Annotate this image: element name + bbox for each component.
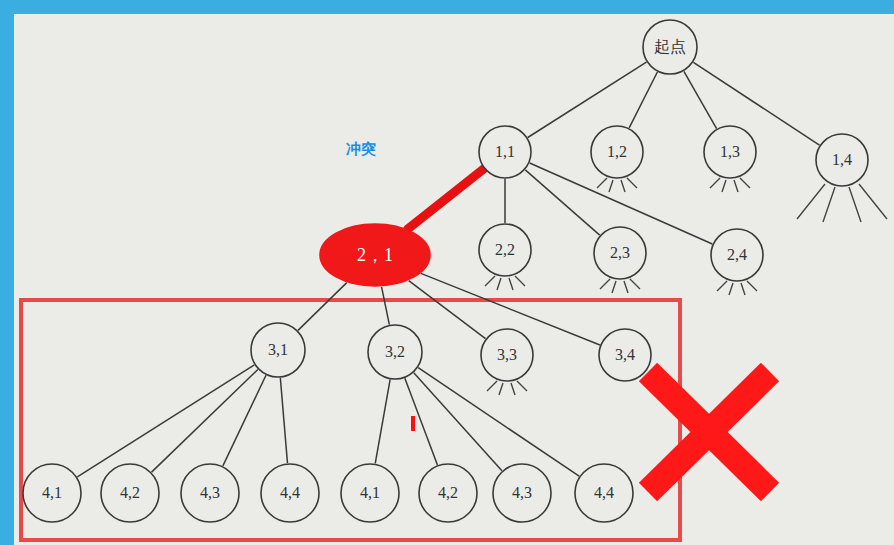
node-label: 4,3 <box>512 484 532 502</box>
state-node: 4,2 <box>100 463 160 523</box>
node-label: 3,3 <box>497 346 517 364</box>
tree-branch <box>528 62 647 137</box>
state-node: 1,4 <box>815 133 869 187</box>
node-label: 4,2 <box>438 484 458 502</box>
node-label: 4,2 <box>120 484 140 502</box>
tree-branch <box>280 378 287 463</box>
state-node: 3,2 <box>367 324 423 380</box>
state-node: 3,3 <box>480 328 534 382</box>
node-label: 1,2 <box>607 143 627 161</box>
state-node: 4,3 <box>492 463 552 523</box>
node-label: 1,3 <box>720 143 740 161</box>
state-node: 4,2 <box>418 463 478 523</box>
node-label: 4,1 <box>360 484 380 502</box>
node-label: 4,4 <box>280 484 300 502</box>
conflict-node: 2，1 <box>319 223 431 287</box>
state-node: 1,2 <box>590 125 644 179</box>
tree-branch <box>504 179 506 223</box>
node-label: 3,1 <box>268 341 288 359</box>
state-node: 4,1 <box>22 463 82 523</box>
node-label: 4,1 <box>42 484 62 502</box>
node-label: 3,2 <box>385 343 405 361</box>
state-node: 4,3 <box>180 463 240 523</box>
state-node: 2,4 <box>710 228 764 282</box>
node-label: 3,4 <box>615 346 635 364</box>
tree-branch <box>414 373 502 471</box>
state-node: 起点 <box>642 19 698 75</box>
state-node: 4,4 <box>574 463 634 523</box>
tree-branch <box>152 369 258 472</box>
state-node: 1,3 <box>703 125 757 179</box>
node-label: 1,4 <box>832 151 852 169</box>
state-node: 4,4 <box>260 463 320 523</box>
node-label: 4,3 <box>200 484 220 502</box>
node-label: 2,2 <box>495 241 515 259</box>
state-node: 2,3 <box>593 226 647 280</box>
node-label: 4,4 <box>594 484 614 502</box>
tree-branch <box>409 281 486 339</box>
cursor-mark <box>411 416 415 431</box>
state-node: 3,4 <box>598 328 652 382</box>
state-node: 3,1 <box>250 322 306 378</box>
tree-branch <box>375 380 390 464</box>
node-label: 1,1 <box>495 143 515 161</box>
state-node: 4,1 <box>340 463 400 523</box>
tree-branch <box>298 283 347 331</box>
tree-branch <box>223 375 266 466</box>
tree-branch <box>684 71 717 128</box>
state-node: 2,2 <box>478 223 532 277</box>
crossed-region <box>21 300 680 540</box>
node-label: 2,3 <box>610 244 630 262</box>
note-label: 冲突 <box>346 140 376 159</box>
tree-branch <box>405 378 438 465</box>
conflict-branch <box>408 169 484 229</box>
state-node: 1,1 <box>478 125 532 179</box>
tree-branch <box>418 368 579 477</box>
node-label: 2,4 <box>727 246 747 264</box>
tree-branch <box>629 72 657 128</box>
tree-branch <box>382 287 390 325</box>
subtree-stubs <box>485 178 887 395</box>
node-label: 起点 <box>654 37 686 58</box>
node-label: 2，1 <box>357 243 393 267</box>
tree-branch <box>525 170 599 235</box>
tree-branch <box>77 365 254 477</box>
